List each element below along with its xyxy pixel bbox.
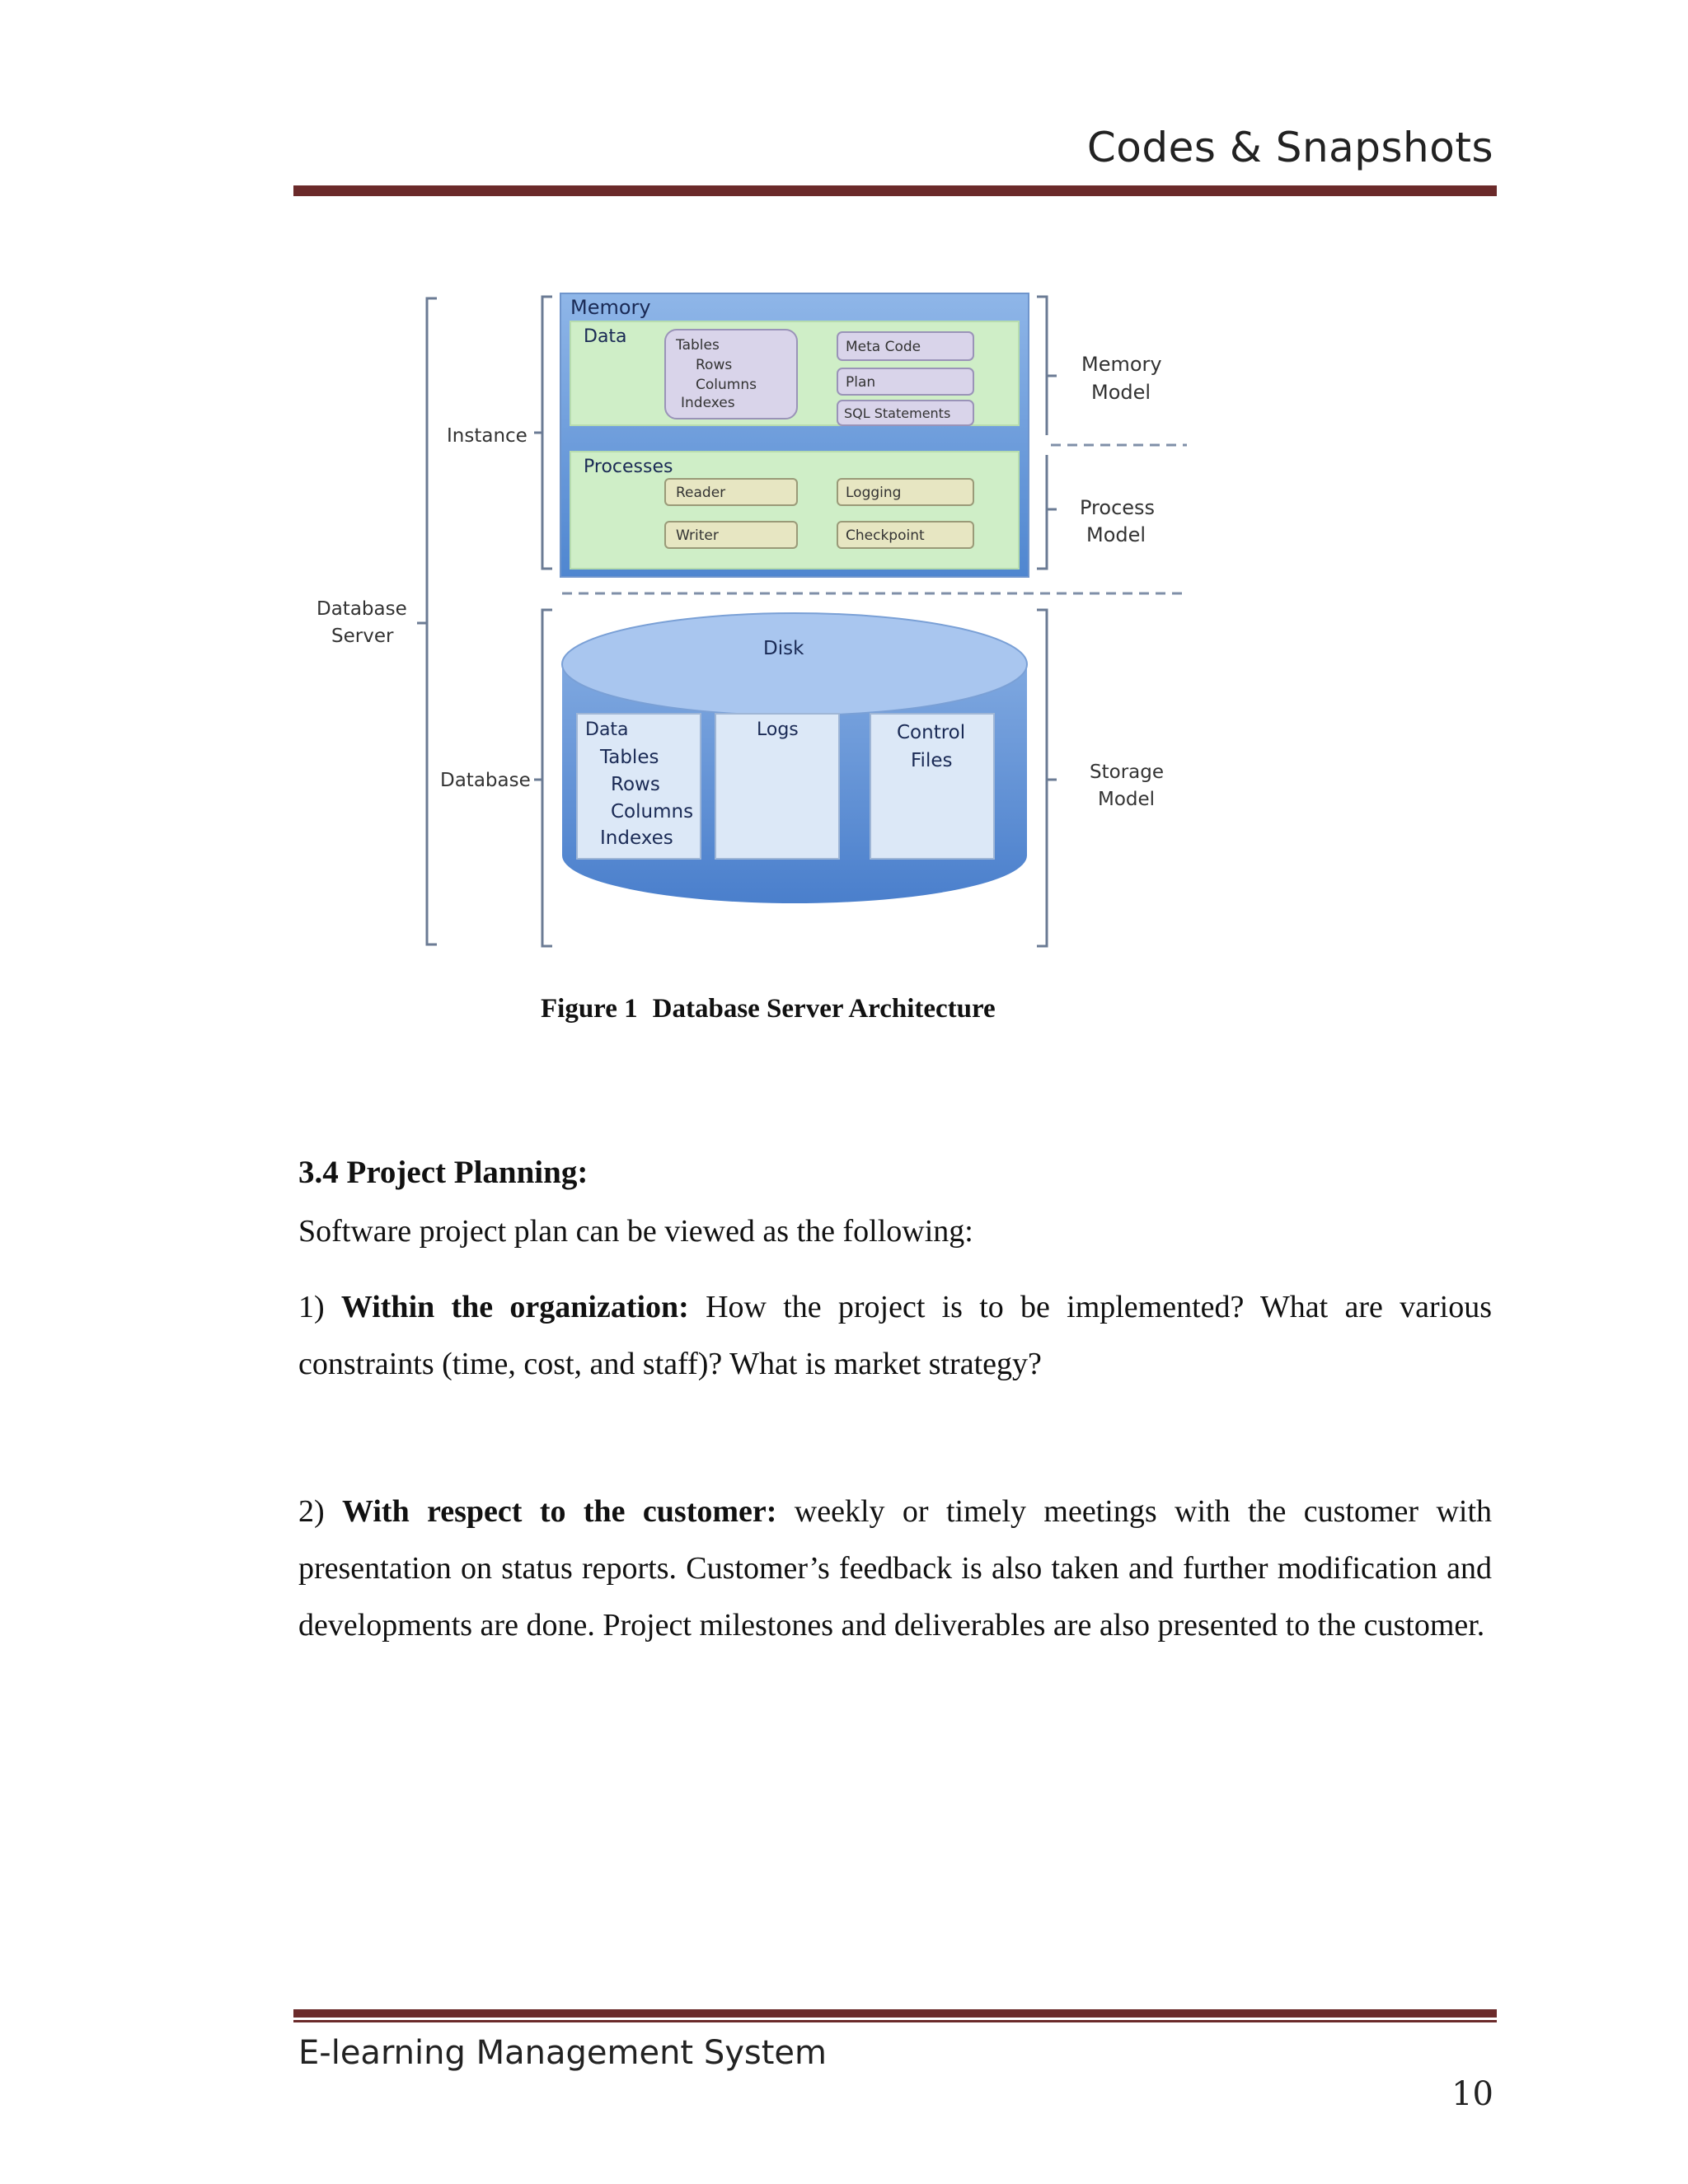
svg-text:Process: Process [1080,496,1155,519]
svg-text:Model: Model [1086,523,1146,546]
logs-box [715,713,840,860]
svg-text:Rows: Rows [611,774,660,795]
svg-text:SQL Statements: SQL Statements [844,405,950,421]
reader-box [664,478,798,506]
architecture-figure: Memory Data Tables Rows Columns Indexes … [305,287,1212,971]
svg-text:Model: Model [1098,789,1155,810]
footer-rule [293,2009,1497,2025]
svg-text:Logs: Logs [757,719,799,740]
logging-box [837,478,974,506]
svg-text:Tables: Tables [599,747,659,768]
item-2-paragraph: 2) With respect to the customer: weekly … [298,1494,1492,1643]
figure-number: Figure 1 [541,994,638,1024]
tables-box [664,329,798,419]
svg-text:Server: Server [331,626,394,647]
svg-text:Rows: Rows [696,357,732,373]
svg-text:Columns: Columns [611,801,693,823]
intro-paragraph: Software project plan can be viewed as t… [298,1214,973,1249]
item-2-bold: With respect to the customer: [342,1494,777,1529]
figure-caption: Figure 1 Database Server Architecture [541,994,996,1024]
svg-text:Data: Data [584,326,627,347]
svg-text:Processes: Processes [584,457,673,477]
svg-text:Files: Files [911,750,952,771]
svg-text:Disk: Disk [763,638,804,659]
control-files-box [870,713,995,860]
svg-text:Meta Code: Meta Code [846,339,921,355]
svg-text:Indexes: Indexes [681,395,735,411]
svg-text:Checkpoint: Checkpoint [846,527,925,544]
svg-text:Reader: Reader [676,485,725,501]
svg-text:Plan: Plan [846,374,875,391]
sql-box [837,400,974,426]
footer-title: E-learning Management System [298,2034,827,2072]
svg-text:Database: Database [316,598,407,620]
plan-box [837,368,974,396]
svg-text:Writer: Writer [676,527,719,544]
checkpoint-box [837,521,974,549]
meta-code-box [837,331,974,361]
svg-text:Memory: Memory [1081,353,1162,376]
svg-text:Indexes: Indexes [600,827,673,849]
svg-text:Columns: Columns [696,377,757,393]
svg-text:Data: Data [585,719,629,740]
svg-text:Logging: Logging [846,485,901,501]
svg-text:Storage: Storage [1090,762,1164,783]
svg-text:Database: Database [440,770,531,791]
writer-box [664,521,798,549]
svg-text:Tables: Tables [675,337,720,354]
svg-text:Control: Control [897,722,965,743]
disk-data-box [576,713,701,860]
item-1-paragraph: 1) Within the organization: How the proj… [298,1290,1492,1381]
memory-label: Memory [570,296,651,319]
section-heading: 3.4 Project Planning: [298,1155,588,1190]
page-header-title: Codes & Snapshots [1086,124,1493,171]
svg-text:Model: Model [1091,381,1151,404]
processes-panel [570,451,1020,569]
item-1-bold: Within the organization: [340,1290,689,1324]
figure-caption-text: Database Server Architecture [652,994,996,1024]
header-rule [293,183,1497,196]
svg-text:Instance: Instance [447,425,528,447]
architecture-diagram: Memory Data Tables Rows Columns Indexes … [316,293,1187,948]
page-number: 10 [1451,2075,1493,2113]
